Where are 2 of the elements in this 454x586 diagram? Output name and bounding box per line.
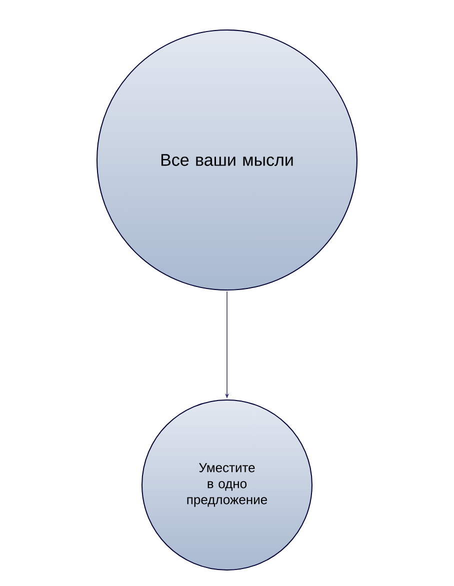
circle-node: Уместите в одно предложение — [142, 400, 312, 570]
circle-node: Все ваши мысли — [96, 30, 358, 290]
